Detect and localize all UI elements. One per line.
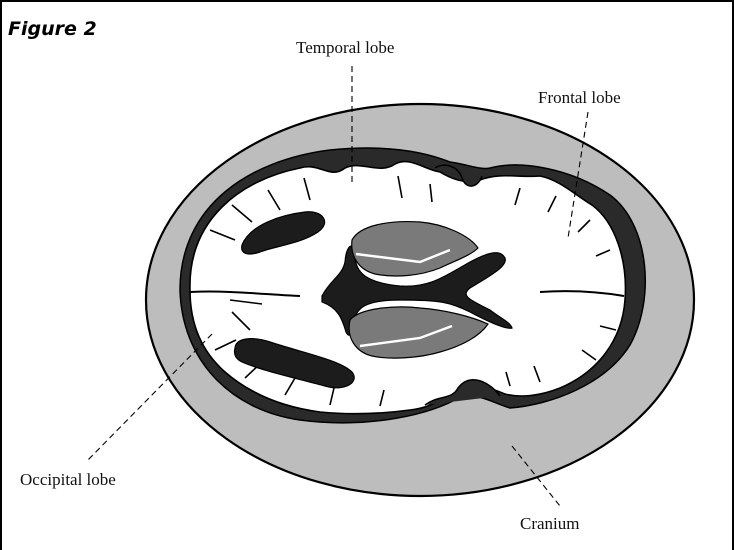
occipital-lobe-label: Occipital lobe xyxy=(20,470,116,490)
temporal-lobe-label: Temporal lobe xyxy=(296,38,394,58)
cranium-label: Cranium xyxy=(520,514,580,534)
frontal-lobe-label: Frontal lobe xyxy=(538,88,621,108)
